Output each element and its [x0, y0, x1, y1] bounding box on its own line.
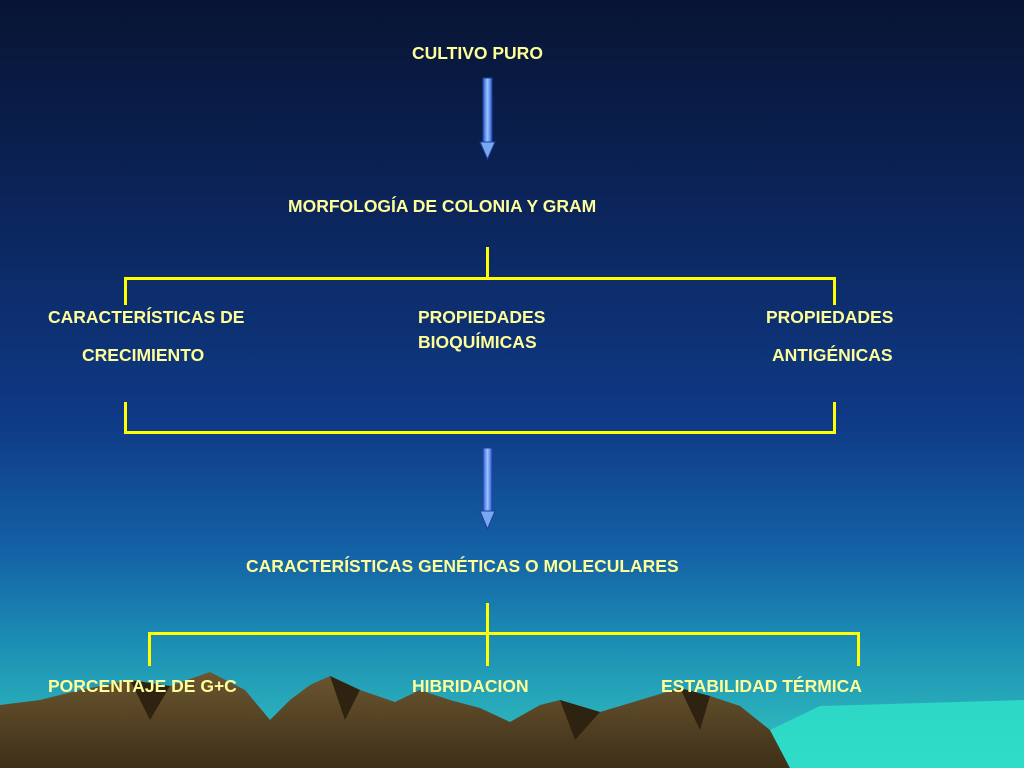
leaf-porcentaje-gc: PORCENTAJE DE G+C [48, 676, 237, 696]
connector-drop-lower-left [148, 632, 151, 666]
node-label-line2: BIOQUÍMICAS [418, 332, 537, 352]
bracket-left [124, 402, 127, 433]
node-label-line1: PROPIEDADES [766, 307, 894, 327]
connector-stem [486, 247, 489, 278]
node-label-line2: ANTIGÉNICAS [772, 345, 893, 365]
bracket-right [833, 402, 836, 433]
down-arrow-icon [479, 77, 496, 161]
node-label-line1: CARACTERÍSTICAS DE [48, 307, 245, 327]
mountain-range [0, 672, 790, 768]
node-morfologia: MORFOLOGÍA DE COLONIA Y GRAM [288, 196, 597, 216]
node-cultivo-puro: CULTIVO PURO [412, 43, 543, 63]
connector-drop-right [833, 277, 836, 305]
connector-bar-lower [148, 632, 860, 635]
leaf-estabilidad-termica: ESTABILIDAD TÉRMICA [661, 676, 862, 696]
node-caracteristicas-geneticas: CARACTERÍSTICAS GENÉTICAS O MOLECULARES [246, 556, 679, 576]
bracket-bar [124, 431, 836, 434]
connector-drop-left [124, 277, 127, 305]
down-arrow-icon [479, 447, 496, 531]
connector-drop-lower-right [857, 632, 860, 666]
leaf-hibridacion: HIBRIDACION [412, 676, 529, 696]
node-label-line2: CRECIMIENTO [82, 345, 205, 365]
node-label-line1: PROPIEDADES [418, 307, 546, 327]
connector-bar [124, 277, 836, 280]
sea [770, 700, 1024, 768]
